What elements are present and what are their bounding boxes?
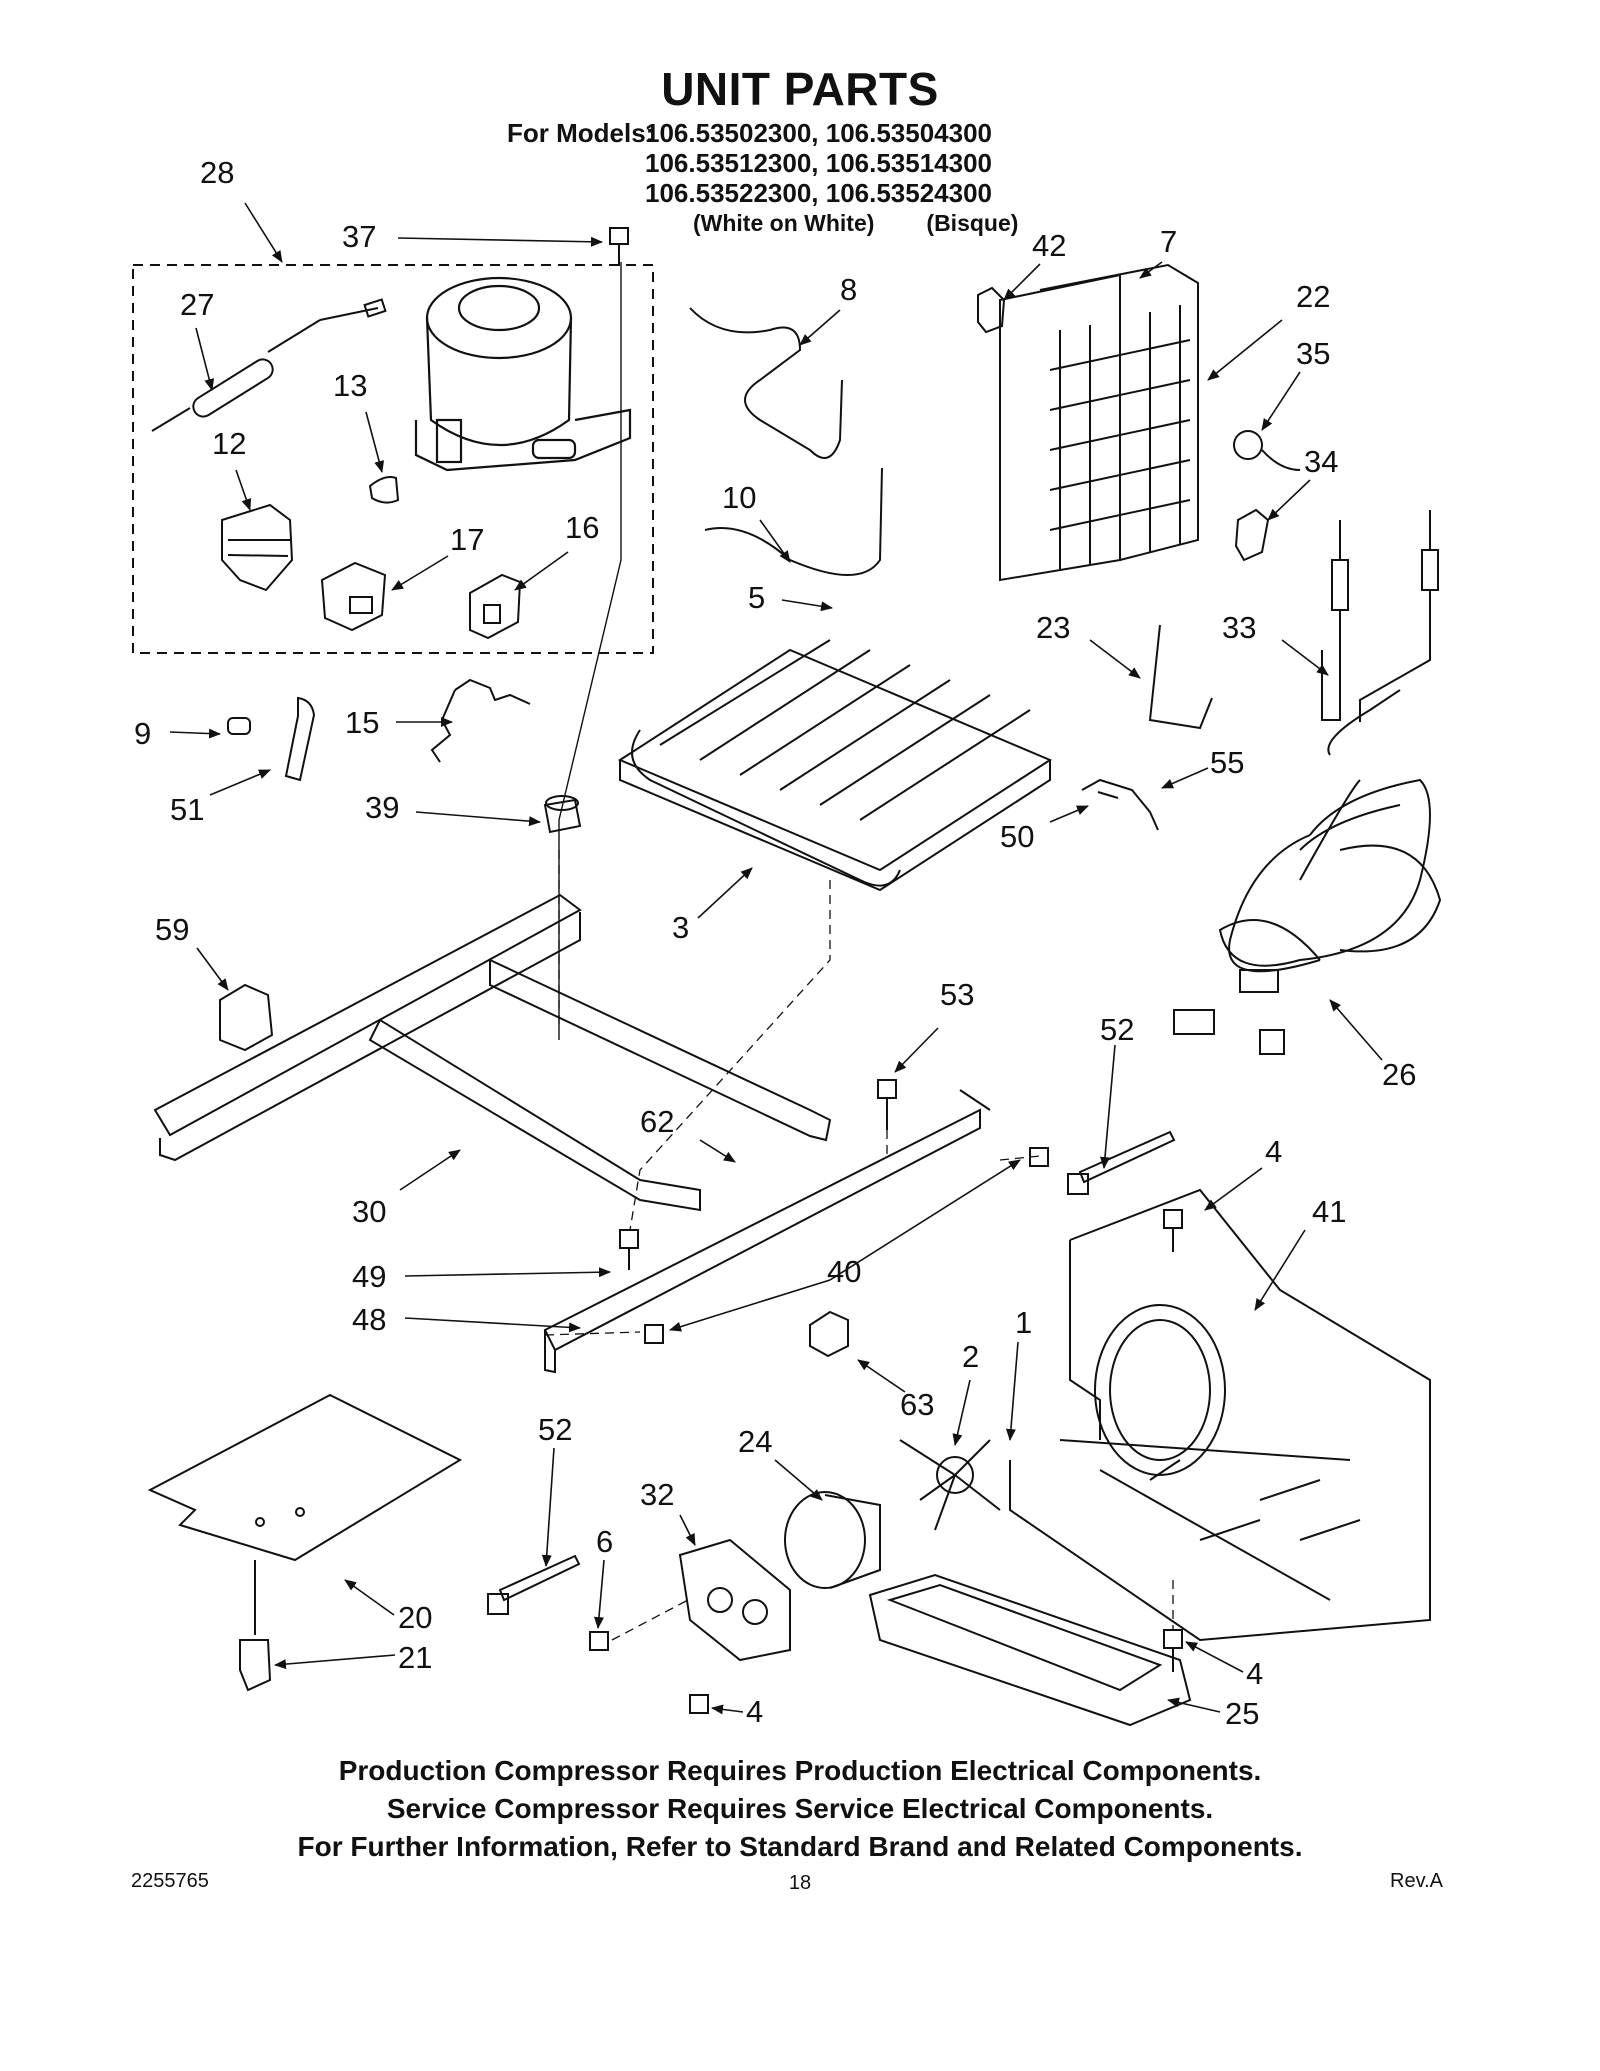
part-label-12: 12	[212, 426, 246, 461]
models-prefix: For Models:	[507, 118, 655, 148]
condenser-drawing	[999, 263, 1199, 582]
part-label-8: 8	[840, 272, 857, 307]
condenser-accessories	[977, 286, 1301, 562]
part-label-35: 35	[1296, 336, 1330, 371]
part-label-7: 7	[1160, 224, 1177, 259]
part-label-52-lower: 52	[538, 1412, 572, 1447]
part-label-27: 27	[180, 287, 214, 322]
part-label-48: 48	[352, 1302, 386, 1337]
model-list: For Models:106.53502300, 106.53504300 10…	[507, 118, 1018, 238]
guide-lines	[544, 850, 1174, 1641]
part-label-1: 1	[1015, 1305, 1032, 1340]
part-label-32: 32	[640, 1477, 674, 1512]
part-label-26: 26	[1382, 1057, 1416, 1092]
drain-pan-drawing	[868, 1573, 1192, 1727]
exploded-parts-diagram: 28 37 27 13 12 17 16 8 10 5 42 7 22 35 3…	[132, 155, 1442, 1731]
model-numbers: 106.53512300, 106.53514300	[645, 148, 993, 178]
part-label-9: 9	[134, 716, 151, 751]
part-label-4-bottom: 4	[746, 1694, 763, 1729]
bracket-59	[219, 983, 274, 1052]
doc-number: 2255765	[131, 1870, 209, 1892]
model-numbers: 106.53502300, 106.53504300	[645, 118, 993, 148]
part-label-42: 42	[1032, 228, 1066, 263]
drier-drawing	[151, 298, 387, 432]
part-label-4-right: 4	[1246, 1656, 1263, 1691]
part-labels: 28 37 27 13 12 17 16 8 10 5 42 7 22 35 3…	[134, 155, 1416, 1731]
part-label-5: 5	[748, 580, 765, 615]
part-label-3: 3	[672, 910, 689, 945]
model-row: 106.53512300, 106.53514300	[507, 148, 1018, 178]
part-label-2: 2	[962, 1339, 979, 1374]
part-label-15: 15	[345, 705, 379, 740]
panel-foot-drawing	[147, 1393, 463, 1692]
part-label-22: 22	[1296, 279, 1330, 314]
part-label-28: 28	[200, 155, 234, 190]
clip-50-55	[1081, 778, 1159, 831]
part-label-17: 17	[450, 522, 484, 557]
note-further-info: For Further Information, Refer to Standa…	[297, 1831, 1303, 1862]
part-label-40: 40	[827, 1254, 861, 1289]
variant-bisque: (Bisque)	[926, 210, 1019, 236]
part-label-21: 21	[398, 1640, 432, 1675]
part-label-33: 33	[1222, 610, 1256, 645]
compressor-kit-box	[132, 264, 654, 654]
note-production: Production Compressor Requires Productio…	[338, 1755, 1262, 1786]
part-label-41: 41	[1312, 1194, 1346, 1229]
base-frame-drawing	[153, 893, 832, 1212]
part-label-13: 13	[333, 368, 367, 403]
part-label-51: 51	[170, 792, 204, 827]
fan-motor-drawing	[678, 1439, 1001, 1662]
electrical-components	[221, 476, 522, 640]
leader-lines	[169, 202, 1383, 1715]
notes-block: Production Compressor Requires Productio…	[0, 1752, 1600, 1866]
part-label-63: 63	[900, 1387, 934, 1422]
bracket-tubing-drawing	[1148, 510, 1439, 730]
model-row: 106.53522300, 106.53524300	[507, 178, 1018, 208]
model-numbers: 106.53522300, 106.53524300	[645, 178, 993, 208]
part-label-39: 39	[365, 790, 399, 825]
small-parts-left	[227, 678, 582, 834]
part-label-20: 20	[398, 1600, 432, 1635]
part-label-50: 50	[1000, 819, 1034, 854]
part-label-16: 16	[565, 510, 599, 545]
page-title: UNIT PARTS	[661, 63, 939, 115]
part-label-49: 49	[352, 1259, 386, 1294]
screws	[589, 1079, 1183, 1714]
crossbar-drawing	[543, 1089, 991, 1374]
part-label-62: 62	[640, 1104, 674, 1139]
part-label-25: 25	[1225, 1696, 1259, 1731]
part-label-24: 24	[738, 1424, 772, 1459]
color-variants: (White on White) (Bisque)	[507, 208, 1018, 238]
part-label-34: 34	[1304, 444, 1338, 479]
tubing-drawing	[689, 307, 883, 576]
model-row: For Models:106.53502300, 106.53504300	[507, 118, 1018, 148]
cable-ties	[487, 1130, 1176, 1615]
part-label-53: 53	[940, 977, 974, 1012]
revision: Rev.A	[1390, 1870, 1443, 1892]
compressor-drawing	[414, 276, 632, 472]
variant-white: (White on White)	[693, 210, 875, 236]
part-label-37: 37	[342, 219, 376, 254]
part-label-10: 10	[722, 480, 756, 515]
evaporator-drawing	[617, 639, 1053, 892]
part-label-52-upper: 52	[1100, 1012, 1134, 1047]
page-number: 18	[788, 1872, 812, 1894]
part-label-23: 23	[1036, 610, 1070, 645]
part-label-6: 6	[596, 1524, 613, 1559]
wire-harness-drawing	[1173, 689, 1442, 1055]
part-label-4-upper: 4	[1265, 1134, 1282, 1169]
part-label-55: 55	[1210, 745, 1244, 780]
part-label-30: 30	[352, 1194, 386, 1229]
note-service: Service Compressor Requires Service Elec…	[386, 1793, 1214, 1824]
part-label-59: 59	[155, 912, 189, 947]
machine-compartment-drawing	[1009, 1188, 1431, 1642]
